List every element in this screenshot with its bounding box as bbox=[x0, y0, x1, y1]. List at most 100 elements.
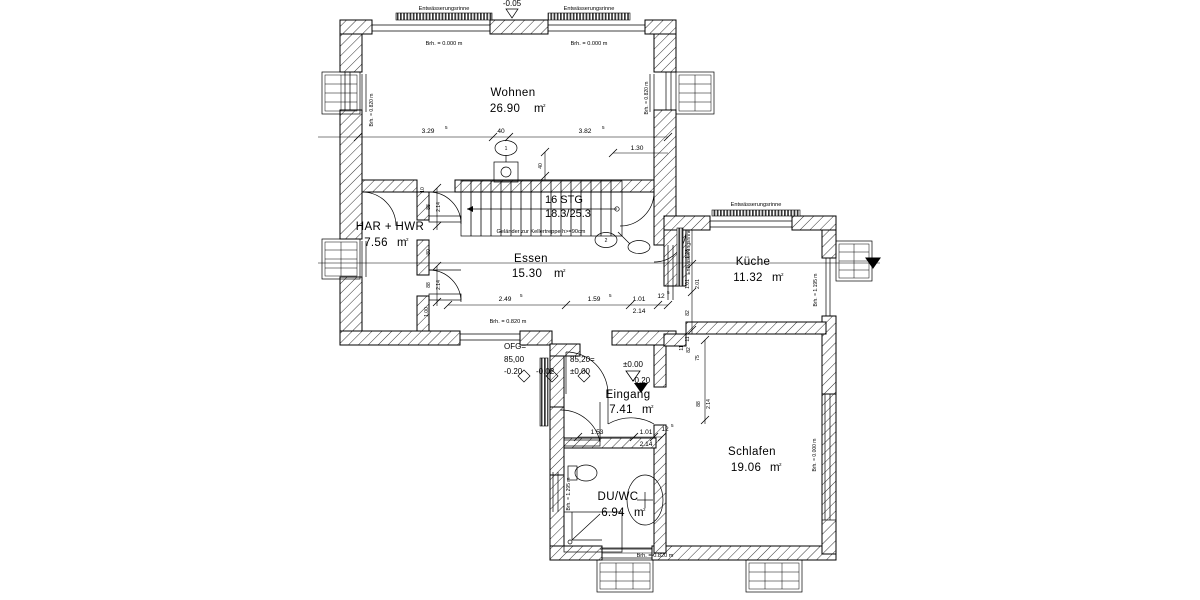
window-har-left bbox=[321, 238, 367, 280]
window-duwc-left bbox=[552, 472, 559, 512]
drain-label-right-vertical: Entwässerungsrinne bbox=[686, 229, 692, 275]
dim-door-b-w: 80 bbox=[426, 249, 432, 255]
room-unit-duwc: m bbox=[634, 507, 644, 519]
room-area-essen: 15.30 bbox=[512, 268, 542, 280]
dim-kueche-128: 1.28 bbox=[685, 249, 691, 259]
window-schlafen-right bbox=[822, 393, 836, 521]
dim-essen-159: 1.59 bbox=[588, 296, 601, 303]
room-name-essen: Essen bbox=[514, 253, 548, 265]
drain-label-kitchen: Entwässerungsrinne bbox=[731, 202, 782, 208]
dim-har-100: 1.00 bbox=[424, 307, 430, 317]
room-unit-schlafen: m bbox=[770, 462, 780, 474]
room-name-schlafen: Schlafen bbox=[728, 446, 776, 458]
ofg-value: 85,00 bbox=[504, 355, 525, 364]
height-point-markers bbox=[517, 369, 591, 383]
room-label-schlafen: Schlafen 19.06 m 2 bbox=[728, 446, 782, 474]
glazing-wohnen-top bbox=[372, 24, 645, 32]
room-unit-kueche: m bbox=[772, 272, 782, 284]
wall-structure bbox=[339, 19, 837, 561]
dim-essen-214: 2.14 bbox=[633, 308, 646, 315]
dim-essen-249: 2.49 bbox=[499, 296, 512, 303]
ofg-label: OFG= bbox=[504, 342, 526, 351]
room-area-kueche: 11.32 bbox=[733, 272, 762, 284]
room-area-duwc: 6.94 bbox=[601, 507, 625, 519]
sill-wohnen-top-left: Brh. = 0.000 m bbox=[426, 41, 463, 47]
room-area-schlafen: 19.06 bbox=[731, 462, 761, 474]
level-top-slab: -0.05 bbox=[503, 0, 522, 8]
sill-wohnen-top-right: Brh. = 0.000 m bbox=[571, 41, 608, 47]
room-sup-har: 2 bbox=[406, 237, 409, 242]
sill-schlafen-right: Brh. = 0.000 m bbox=[812, 439, 818, 472]
text-labels: Entwässerungsrinne Entwässerungsrinne En… bbox=[356, 0, 819, 559]
dim-door-a-h: 2.14 bbox=[436, 202, 442, 212]
drainage-channels bbox=[395, 12, 801, 427]
dim-eing-153: 1.53 bbox=[591, 429, 604, 436]
stair-count-label: 16 STG bbox=[545, 194, 583, 206]
room-sup-essen: 2 bbox=[563, 268, 566, 273]
dim-schlaf-82: 82 bbox=[686, 347, 692, 353]
misc-symbols bbox=[493, 8, 648, 393]
sanitary-fixtures bbox=[563, 464, 664, 553]
window-bottom-right bbox=[745, 559, 803, 593]
room-label-har: HAR + HWR 7.56 m 2 bbox=[356, 221, 424, 249]
level-marker-zero bbox=[625, 370, 641, 382]
sill-bottom-center bbox=[601, 547, 653, 559]
dimension-lines bbox=[318, 132, 881, 442]
room-unit-wohnen: m bbox=[534, 103, 544, 115]
room-unit-har: m bbox=[397, 237, 407, 249]
room-label-eingang: Eingang 7.41 m 2 bbox=[605, 389, 654, 416]
drain-label-top-right: Entwässerungsrinne bbox=[564, 6, 615, 12]
dim-essen-101: 1.01 bbox=[633, 296, 646, 303]
room-name-kueche: Küche bbox=[736, 256, 771, 268]
dim-wohnen-right-sup: 5 bbox=[602, 125, 605, 130]
room-sup-kueche: 2 bbox=[781, 272, 784, 277]
entry-rel-level: ±0.00 bbox=[570, 367, 591, 376]
dim-door-10: 10 bbox=[420, 187, 426, 193]
dim-kueche-82: 82 bbox=[685, 310, 691, 316]
room-sup-duwc: 2 bbox=[643, 507, 646, 512]
ofg-rel: -0.20 bbox=[504, 367, 523, 376]
dim-eing-214: 2.14 bbox=[640, 441, 653, 448]
room-name-eingang: Eingang bbox=[605, 389, 650, 401]
room-area-wohnen: 26.90 bbox=[490, 103, 520, 115]
room-area-eingang: 7.41 bbox=[609, 404, 633, 416]
drain-right-vertical bbox=[676, 227, 684, 287]
detail-marker-1: 1 bbox=[505, 146, 508, 152]
drain-label-top-left: Entwässerungsrinne bbox=[419, 6, 470, 12]
dim-kueche-11: 11 bbox=[685, 336, 691, 341]
room-unit-essen: m bbox=[554, 268, 564, 280]
dim-essen-12: 12 bbox=[657, 293, 665, 300]
dim-eing-12: 12 bbox=[661, 426, 669, 433]
drain-entry bbox=[539, 357, 549, 427]
window-bottom-left bbox=[596, 559, 654, 593]
room-label-duwc: DU/WC 6.94 m 2 bbox=[598, 491, 646, 519]
dim-kueche-75: 75 bbox=[695, 355, 701, 361]
dim-post-40: 40 bbox=[538, 163, 544, 169]
room-name-har: HAR + HWR bbox=[356, 221, 424, 233]
room-sup-eingang: 2 bbox=[651, 404, 654, 409]
door-swings bbox=[361, 191, 687, 447]
dim-essen-159-sup: 5 bbox=[609, 293, 612, 298]
entrance-zero-level: ±0.00 bbox=[623, 360, 644, 369]
sill-wohnen-right: Brh. = 0.820 m bbox=[644, 82, 650, 115]
drain-top-right bbox=[547, 12, 631, 21]
dim-schlaf-11: 11 bbox=[679, 345, 685, 350]
dim-schlaf-214: 2.14 bbox=[706, 399, 712, 409]
window-wohnen-left bbox=[321, 71, 367, 115]
room-name-wohnen: Wohnen bbox=[490, 87, 535, 99]
dim-eing-12-sup: 5 bbox=[671, 423, 674, 428]
entrance-minus-level: -0.20 bbox=[632, 376, 651, 385]
sill-wohnen-left: Brh. = 0.820 m bbox=[369, 94, 375, 127]
dim-door-c-h: 2.14 bbox=[436, 280, 442, 290]
room-label-kueche: Küche 11.32 m 2 bbox=[733, 256, 784, 284]
dim-wohnen-left: 3.29 bbox=[422, 128, 435, 135]
room-sup-wohnen: 2 bbox=[543, 103, 546, 108]
stair-rise-run: 18.3/25.3 bbox=[545, 208, 591, 220]
entry-abs-level: 85,20= bbox=[570, 355, 595, 364]
room-label-wohnen: Wohnen 26.90 m 2 bbox=[490, 87, 546, 115]
dim-wohnen-left-sup: 5 bbox=[445, 125, 448, 130]
dim-door-c-w: 88 bbox=[426, 282, 432, 288]
dim-essen-12-sup: 5 bbox=[667, 290, 670, 295]
